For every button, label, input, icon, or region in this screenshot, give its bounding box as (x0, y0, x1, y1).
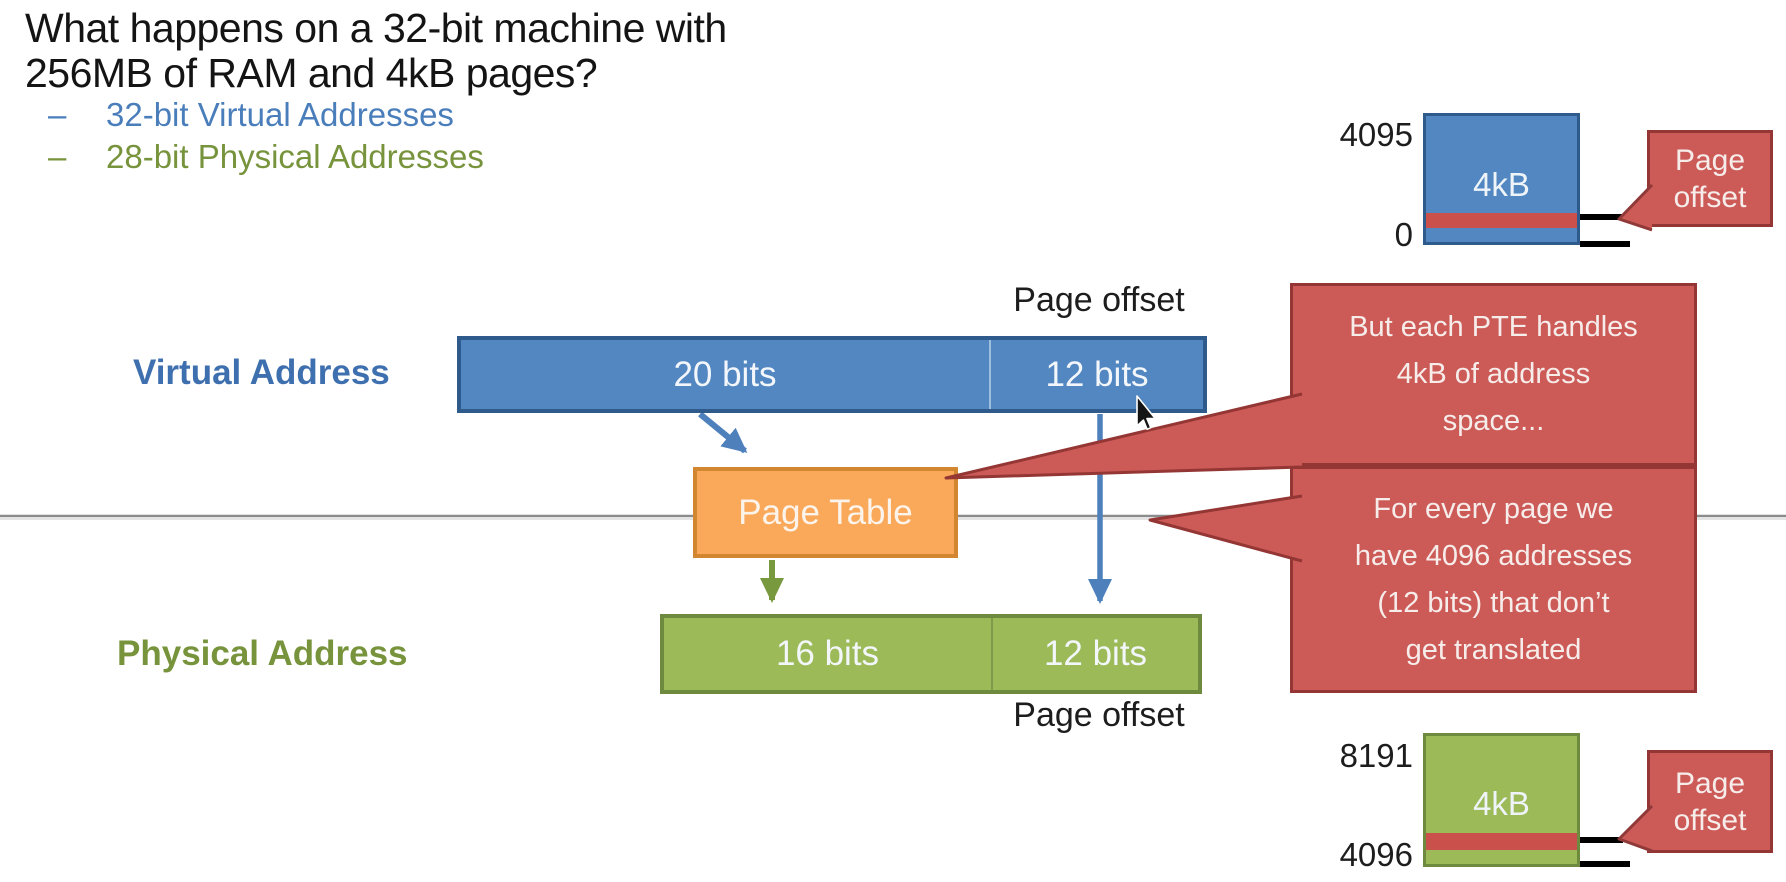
physical-address-bar: 16 bits 12 bits (660, 614, 1202, 694)
page-offset-stripe (1426, 833, 1577, 850)
page-offset-stripe (1426, 213, 1577, 228)
virtual-page-offset-field: 12 bits (1045, 354, 1149, 394)
virtual-page-bottom-address: 0 (1394, 216, 1413, 253)
virtual-address-bar: 20 bits 12 bits (457, 336, 1207, 413)
page-offset-label-bottom: Page offset (1013, 696, 1185, 734)
page-table-box: Page Table (693, 467, 958, 558)
physical-address-label: Physical Address (117, 634, 408, 673)
virtual-page-top-address: 4095 (1339, 116, 1413, 153)
virtual-page-number-field: 20 bits (461, 340, 991, 409)
physical-page-bottom-address: 4096 (1339, 836, 1413, 873)
physical-page-offset-field: 12 bits (1043, 634, 1148, 673)
physical-page-top-address: 8191 (1339, 737, 1413, 774)
page-offset-label-top: Page offset (1013, 281, 1185, 319)
virtual-address-label: Virtual Address (133, 353, 390, 392)
bullet-dash: – (48, 96, 67, 133)
page-size-label: 4kB (1473, 785, 1530, 822)
bullet-virtual-addresses: – 32-bit Virtual Addresses (48, 97, 454, 133)
virtual-page-box: 4kB (1423, 113, 1580, 245)
bullet-label: 32-bit Virtual Addresses (106, 96, 454, 133)
physical-frame-field: 16 bits (664, 618, 993, 690)
bullet-dash: – (48, 138, 67, 175)
physical-page-box: 4kB (1423, 733, 1580, 867)
page-size-label: 4kB (1473, 166, 1530, 203)
bullet-physical-addresses: – 28-bit Physical Addresses (48, 139, 484, 175)
bullet-label: 28-bit Physical Addresses (106, 138, 484, 175)
